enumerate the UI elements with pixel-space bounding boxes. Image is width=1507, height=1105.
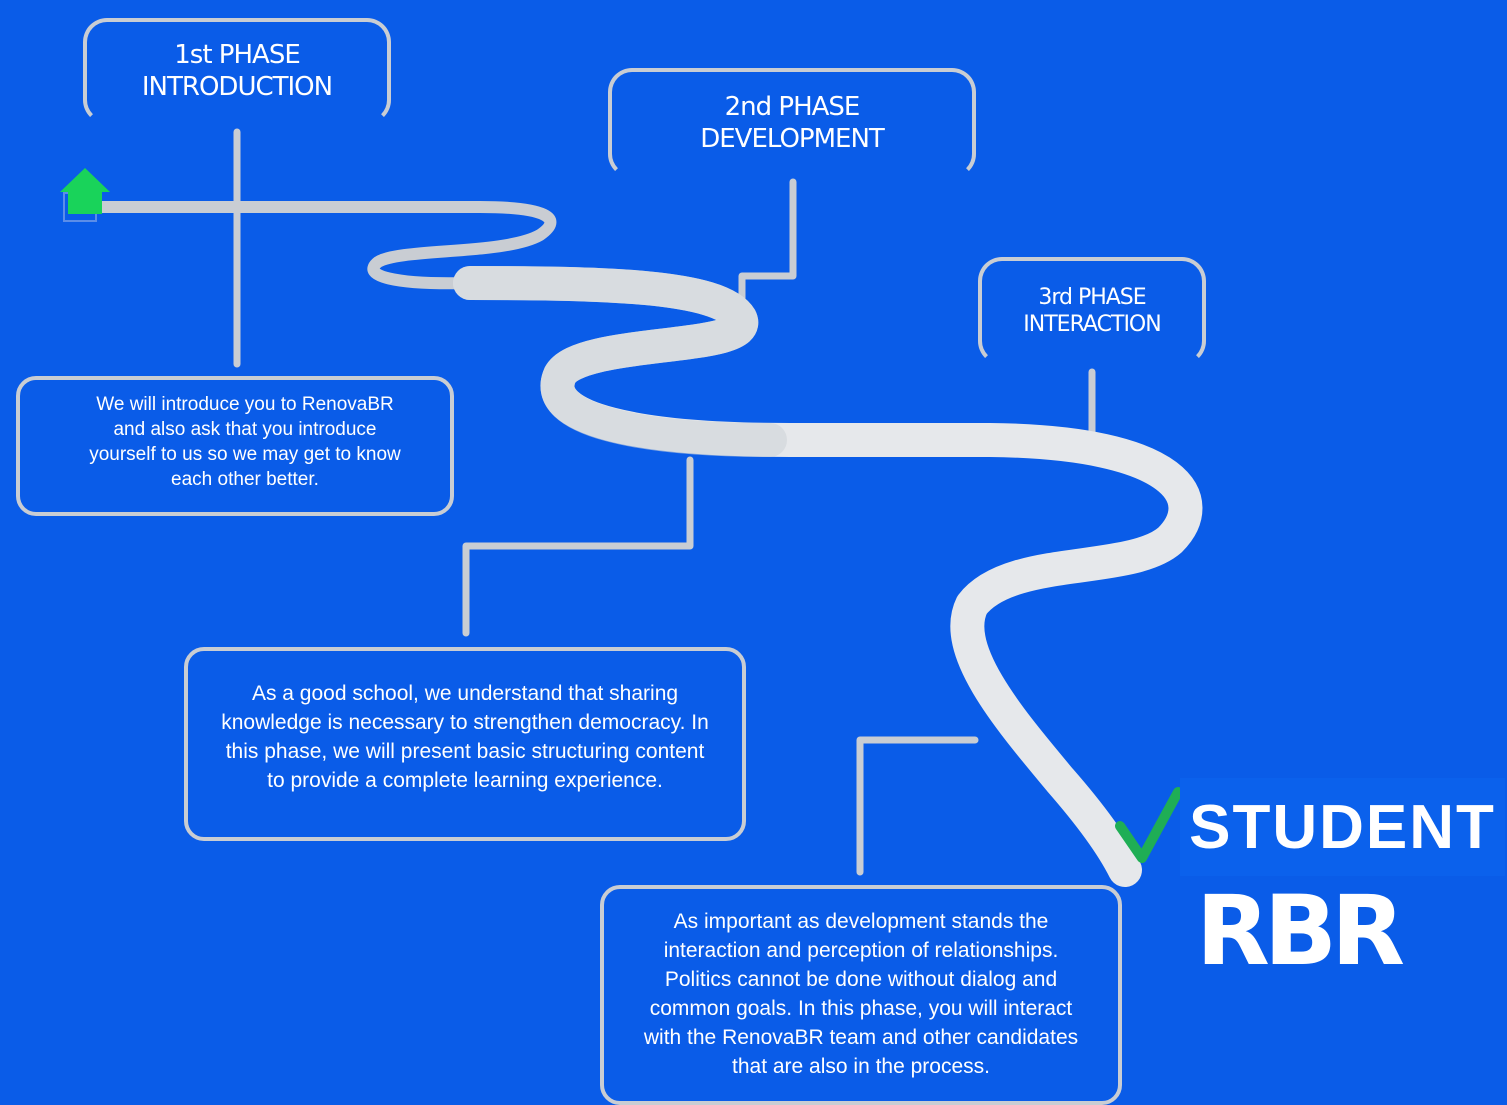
- home-icon: [60, 168, 110, 222]
- phase-3-description-box: As important as development stands the i…: [600, 885, 1122, 1105]
- phase-2-box: 2nd PHASE DEVELOPMENT: [608, 68, 976, 178]
- connector-phase-3-desc: [856, 736, 979, 876]
- phase-1-title: 1st PHASE: [174, 39, 300, 70]
- student-badge: STUDENT: [1180, 778, 1505, 876]
- phase-2-description: As a good school, we understand that sha…: [221, 682, 709, 792]
- road-start: [86, 201, 557, 290]
- rbr-logo: RBR: [1196, 875, 1405, 987]
- phase-1-description-box: We will introduce you to RenovaBR and al…: [16, 376, 454, 516]
- phase-3-description: As important as development stands the i…: [643, 910, 1079, 1078]
- phase-3-box: 3rd PHASE INTERACTION: [978, 257, 1206, 365]
- phase-3-subtitle: INTERACTION: [1023, 312, 1161, 337]
- phase-1-description: We will introduce you to RenovaBR and al…: [89, 394, 401, 490]
- phase-3-title: 3rd PHASE: [1038, 284, 1146, 310]
- checkmark-icon: [1115, 787, 1183, 863]
- road: [86, 201, 1203, 887]
- connector-phase-2-desc: [462, 456, 694, 637]
- phase-2-subtitle: DEVELOPMENT: [700, 124, 885, 154]
- phase-2-title: 2nd PHASE: [724, 91, 861, 122]
- phase-2-description-box: As a good school, we understand that sha…: [184, 647, 746, 841]
- road-shade: [453, 266, 787, 457]
- phase-1-subtitle: INTRODUCTION: [141, 72, 333, 102]
- phase-1-box: 1st PHASE INTRODUCTION: [83, 18, 391, 124]
